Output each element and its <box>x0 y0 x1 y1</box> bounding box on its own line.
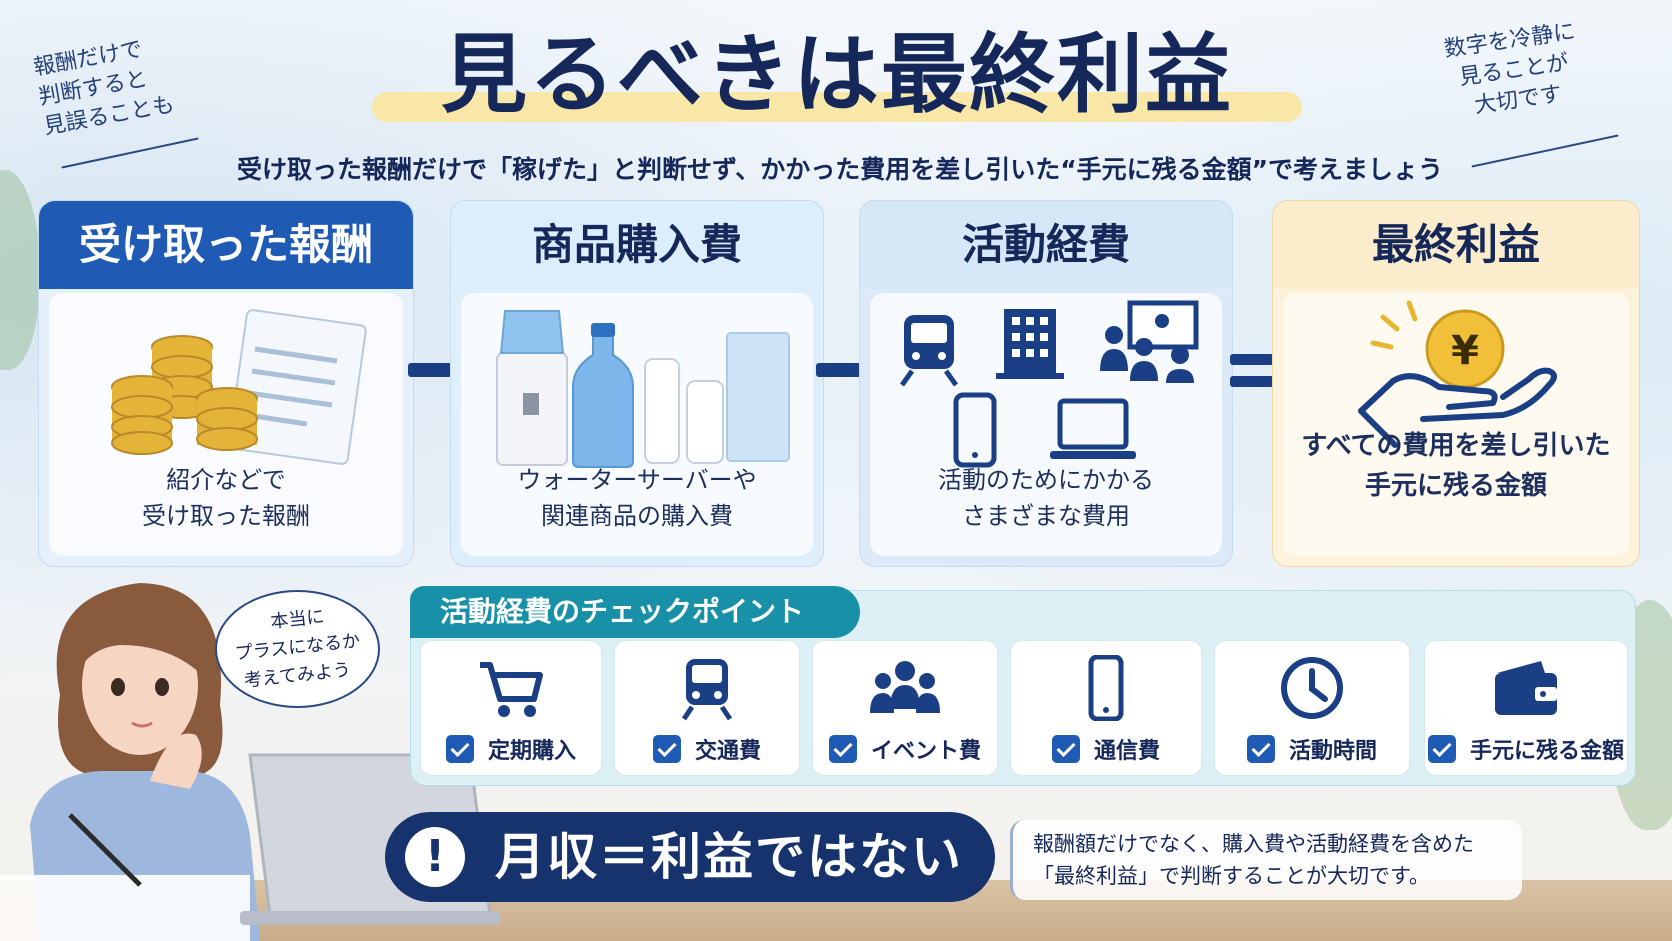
people-icon <box>870 661 940 713</box>
laptop-icon <box>1050 398 1136 459</box>
checkbox-checked-icon[interactable] <box>1246 735 1275 763</box>
card-reward: 受け取った報酬 紹介などで 受け取った報酬 <box>38 200 414 567</box>
card-product-cost: 商品購入費 ウォーターサーバーや 関連商品の購入費 <box>450 200 824 567</box>
checkpoint-label-net-amount: 手元に残る金額 <box>1469 739 1624 764</box>
card-reward-line-2: 受け取った報酬 <box>142 502 310 530</box>
card-final-profit-text: すべての費用を差し引いた 手元に残る金額 <box>1283 426 1629 506</box>
card-final-profit-line-1: すべての費用を差し引いた <box>1301 431 1611 461</box>
page-subtitle: 受け取った報酬だけで「稼げた」と判断せず、かかった費用を差し引いた“手元に残る金… <box>236 155 1444 184</box>
checkpoint-label-communication: 通信費 <box>1093 739 1160 764</box>
checkbox-checked-icon[interactable] <box>652 735 681 763</box>
title-block: 見るべきは最終利益 <box>372 20 1302 130</box>
card-final-profit-body: ¥ すべての費用を差し引いた 手元に残る金額 <box>1283 293 1629 556</box>
card-product-cost-line-1: ウォーターサーバーや <box>517 466 757 494</box>
checkpoint-title: 活動経費のチェックポイント <box>410 586 860 638</box>
card-reward-line-1: 紹介などで <box>166 466 286 494</box>
note-right: 数字を冷静に 見ることが 大切です <box>1442 17 1585 124</box>
checkbox-checked-icon[interactable] <box>1051 735 1080 763</box>
key-message-text: 月収＝利益ではない <box>495 828 963 886</box>
card-product-cost-title: 商品購入費 <box>451 201 823 289</box>
checkpoint-row-event: イベント費 <box>813 733 997 767</box>
title-highlight <box>372 92 1302 122</box>
card-reward-text: 紹介などで 受け取った報酬 <box>49 462 403 534</box>
key-message-note: 報酬額だけでなく、購入費や活動経費を含めた 「最終利益」で判断することが大切です… <box>1010 820 1522 900</box>
building-icon <box>996 309 1064 379</box>
card-activity-cost: 活動経費 <box>859 200 1233 567</box>
checkpoint-row-time: 活動時間 <box>1215 733 1409 767</box>
page-title: 見るべきは最終利益 <box>441 25 1233 125</box>
key-message-note-line-1: 報酬額だけでなく、購入費や活動経費を含めた <box>1033 832 1474 856</box>
checkbox-checked-icon[interactable] <box>828 735 857 763</box>
card-activity-cost-text: 活動のためにかかる さまざまな費用 <box>870 462 1222 534</box>
checkpoint-row-subscription: 定期購入 <box>421 733 601 767</box>
checkpoint-item-net-amount: 手元に残る金額 <box>1424 640 1628 776</box>
hand-with-coin-icon <box>1358 300 1557 448</box>
minus-operator-2 <box>816 363 862 377</box>
checkpoint-item-event: イベント費 <box>812 640 998 776</box>
card-activity-cost-line-1: 活動のためにかかる <box>938 466 1154 494</box>
wallet-icon <box>1495 661 1557 715</box>
equals-operator-bottom <box>1230 376 1274 387</box>
checkpoint-item-transport: 交通費 <box>614 640 800 776</box>
coins-and-document-icon <box>111 309 367 465</box>
card-reward-body: 紹介などで 受け取った報酬 <box>49 293 403 556</box>
coin-symbol: ¥ <box>1451 328 1479 374</box>
checkpoint-row-net-amount: 手元に残る金額 <box>1425 733 1627 767</box>
checkbox-checked-icon[interactable] <box>1427 735 1456 763</box>
checkbox-checked-icon[interactable] <box>445 735 474 763</box>
card-product-cost-text: ウォーターサーバーや 関連商品の購入費 <box>461 462 813 534</box>
checkpoint-row-transport: 交通費 <box>615 733 799 767</box>
card-final-profit-title: 最終利益 <box>1273 201 1639 289</box>
smartphone-icon <box>953 392 997 468</box>
smartphone-icon <box>1088 655 1124 721</box>
train-icon <box>681 659 733 721</box>
train-icon <box>899 315 959 387</box>
card-product-cost-line-2: 関連商品の購入費 <box>541 502 733 530</box>
water-server-and-products-icon <box>496 310 790 468</box>
card-activity-cost-title: 活動経費 <box>860 201 1232 289</box>
card-product-cost-body: ウォーターサーバーや 関連商品の購入費 <box>461 293 813 556</box>
card-activity-cost-line-2: さまざまな費用 <box>962 502 1130 530</box>
card-reward-title: 受け取った報酬 <box>39 201 413 289</box>
speech-bubble: 本当に プラスになるか 考えてみよう <box>215 590 380 708</box>
clock-icon <box>1281 657 1343 719</box>
key-message-note-line-2: 「最終利益」で判断することが大切です。 <box>1033 864 1430 888</box>
woman-thinking-illustration <box>0 583 500 941</box>
cart-icon <box>480 662 543 717</box>
key-message-banner: ! 月収＝利益ではない <box>385 812 995 902</box>
checkpoint-item-time: 活動時間 <box>1214 640 1410 776</box>
checkpoint-item-subscription: 定期購入 <box>420 640 602 776</box>
checkpoint-item-communication: 通信費 <box>1010 640 1202 776</box>
minus-operator-1 <box>408 363 452 377</box>
card-final-profit: 最終利益 ¥ すべての費用を差し引いた 手元に残る金額 <box>1272 200 1640 567</box>
seminar-icon <box>1100 300 1199 383</box>
checkpoint-label-transport: 交通費 <box>694 739 761 764</box>
checkpoint-label-subscription: 定期購入 <box>487 739 576 764</box>
card-activity-cost-body: 活動のためにかかる さまざまな費用 <box>870 293 1222 556</box>
card-final-profit-line-2: 手元に残る金額 <box>1364 471 1547 501</box>
checkpoint-label-time: 活動時間 <box>1288 739 1377 764</box>
checkpoint-label-event: イベント費 <box>870 739 981 764</box>
checkpoint-row-communication: 通信費 <box>1011 733 1201 767</box>
exclamation-icon: ! <box>405 827 465 887</box>
equals-operator-top <box>1230 354 1274 365</box>
